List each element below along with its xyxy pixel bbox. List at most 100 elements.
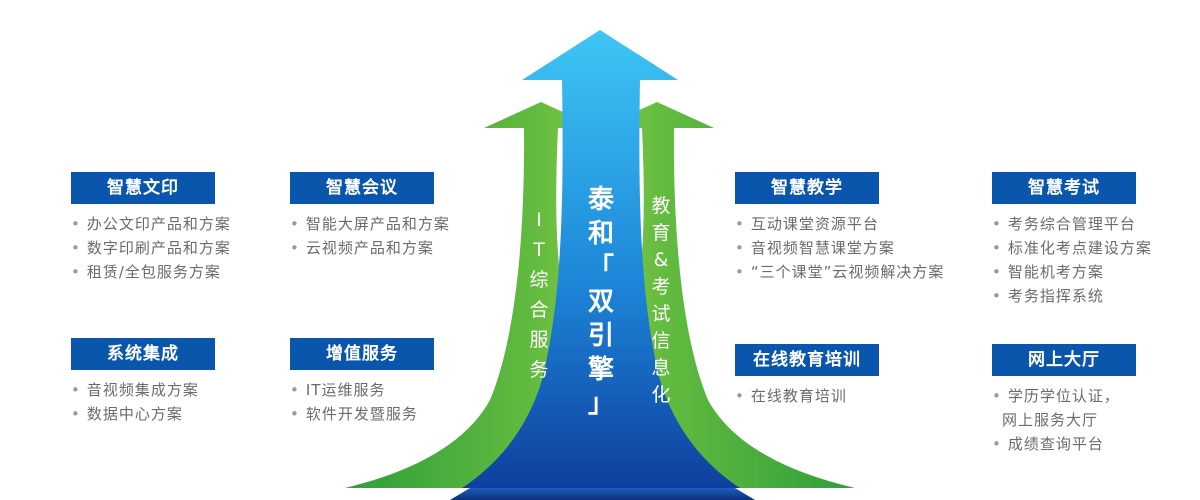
label-char: 综: [529, 269, 549, 291]
panel-title: 增值服务: [290, 338, 434, 370]
list-item: 网上服务大厅: [992, 408, 1136, 432]
panel-title: 系统集成: [71, 338, 215, 370]
panel-list: • 办公文印产品和方案 • 数字印刷产品和方案 • 租赁/全包服务方案: [71, 212, 231, 284]
list-item: •IT运维服务: [290, 378, 434, 402]
list-item-text: 互动课堂资源平台: [750, 215, 879, 233]
bullet-icon: •: [992, 435, 1002, 453]
panel-online-training: 在线教育培训 •在线教育培训: [735, 344, 879, 408]
bullet-icon: •: [290, 215, 300, 233]
label-char: 考: [651, 276, 671, 298]
panel-list: • 考务综合管理平台 •标准化考点建设方案 • 智能机考方案 • 考务指挥系统: [992, 212, 1152, 308]
list-item: • 考务综合管理平台: [992, 212, 1152, 236]
label-char: T: [533, 239, 545, 261]
list-item-text: 标准化考点建设方案: [1007, 239, 1152, 257]
list-item: • 考务指挥系统: [992, 284, 1152, 308]
list-item-text: 音视频集成方案: [86, 381, 199, 399]
panel-system-integration: 系统集成 • 音视频集成方案 • 数据中心方案: [71, 338, 215, 426]
label-char: 息: [651, 357, 671, 379]
bullet-icon: •: [735, 215, 745, 233]
list-item: • 音视频集成方案: [71, 378, 215, 402]
label-char: 」: [587, 389, 614, 419]
label-char: 化: [651, 384, 671, 406]
label-char: 育: [651, 222, 671, 244]
label-char: 双: [587, 287, 614, 317]
bullet-icon: •: [71, 263, 81, 281]
list-item: • 互动课堂资源平台: [735, 212, 944, 236]
list-item: • 学历学位认证，: [992, 384, 1136, 408]
list-item-text: 数字印刷产品和方案: [86, 239, 231, 257]
panel-list: • 音视频集成方案 • 数据中心方案: [71, 378, 215, 426]
bullet-icon: •: [735, 263, 745, 281]
bullet-icon: •: [71, 405, 81, 423]
list-item-text: 租赁/全包服务方案: [86, 263, 221, 281]
bullet-icon: •: [735, 387, 745, 405]
label-char: 泰: [587, 185, 614, 215]
label-char: 务: [529, 359, 549, 381]
label-char: 教: [651, 195, 671, 217]
list-item: • “三个课堂”云视频解决方案: [735, 260, 944, 284]
list-item: • 成绩查询平台: [992, 432, 1136, 456]
bullet-icon: •: [71, 239, 81, 257]
list-item: • 智能大屏产品和方案: [290, 212, 450, 236]
bullet-icon: •: [71, 215, 81, 233]
panel-title: 智慧考试: [992, 172, 1136, 204]
list-item-text: 智能机考方案: [1007, 263, 1104, 281]
bullet-icon: •: [992, 263, 1002, 281]
label-char: 引: [587, 321, 614, 351]
list-item: •标准化考点建设方案: [992, 236, 1152, 260]
bullet-icon: •: [992, 215, 1002, 233]
list-item: • 办公文印产品和方案: [71, 212, 231, 236]
list-item: • 音视频智慧课堂方案: [735, 236, 944, 260]
bullet-icon: •: [290, 381, 300, 399]
label-char: 试: [651, 303, 671, 325]
list-item-text: 考务指挥系统: [1007, 287, 1104, 305]
panel-list: • 互动课堂资源平台 • 音视频智慧课堂方案 • “三个课堂”云视频解决方案: [735, 212, 944, 284]
list-item: • 云视频产品和方案: [290, 236, 450, 260]
list-item: • 软件开发暨服务: [290, 402, 434, 426]
panel-title: 智慧会议: [290, 172, 434, 204]
list-item-text: 成绩查询平台: [1007, 435, 1104, 453]
list-item-text: 云视频产品和方案: [305, 239, 434, 257]
panel-list: • 智能大屏产品和方案 • 云视频产品和方案: [290, 212, 450, 260]
label-char: 合: [529, 299, 549, 321]
label-char: 擎: [587, 355, 614, 385]
bullet-icon: •: [290, 405, 300, 423]
bullet-icon: •: [735, 239, 745, 257]
panel-smart-exam: 智慧考试 • 考务综合管理平台 •标准化考点建设方案 • 智能机考方案 • 考务指挥系统: [992, 172, 1152, 308]
list-item: • 智能机考方案: [992, 260, 1152, 284]
right-arrow-label: 教育&考试信息化: [646, 193, 676, 409]
panel-list: • 学历学位认证， 网上服务大厅 • 成绩查询平台: [992, 384, 1136, 456]
panel-title: 网上大厅: [992, 344, 1136, 376]
panel-value-added-services: 增值服务 •IT运维服务•软件开发暨服务: [290, 338, 434, 426]
label-char: 信: [651, 330, 671, 352]
panel-title: 智慧文印: [71, 172, 215, 204]
label-char: 和: [587, 219, 614, 249]
list-item-text: 智能大屏产品和方案: [305, 215, 450, 233]
list-item-text: 考务综合管理平台: [1007, 215, 1136, 233]
panel-list: •IT运维服务•软件开发暨服务: [290, 378, 434, 426]
list-item-text: 软件开发暨服务: [305, 405, 418, 423]
list-item: • 租赁/全包服务方案: [71, 260, 231, 284]
panel-smart-teaching: 智慧教学 •互动课堂资源平台•音视频智慧课堂方案•“三个课堂”云视频解决方案: [735, 172, 944, 284]
list-item-text: 办公文印产品和方案: [86, 215, 231, 233]
list-item: • 数字印刷产品和方案: [71, 236, 231, 260]
bullet-icon: •: [992, 387, 1002, 405]
center-blue-arrow: [462, 30, 740, 488]
list-item-text: 数据中心方案: [86, 405, 183, 423]
label-char: I: [536, 209, 542, 231]
bullet-icon: •: [290, 239, 300, 257]
list-item-text: 音视频智慧课堂方案: [750, 239, 895, 257]
label-char: 服: [529, 329, 549, 351]
list-item-text: 学历学位认证，: [1007, 387, 1120, 405]
list-item: • 数据中心方案: [71, 402, 215, 426]
bullet-icon: •: [71, 381, 81, 399]
panel-list: •在线教育培训: [735, 384, 879, 408]
panel-smart-printing: 智慧文印 • 办公文印产品和方案 • 数字印刷产品和方案 • 租赁/全包服务方案: [71, 172, 231, 284]
list-item-text: “三个课堂”云视频解决方案: [750, 263, 945, 281]
bullet-icon: •: [992, 287, 1002, 305]
panel-online-hall: 网上大厅 • 学历学位认证， 网上服务大厅 • 成绩查询平台: [992, 344, 1136, 456]
list-item: •在线教育培训: [735, 384, 879, 408]
